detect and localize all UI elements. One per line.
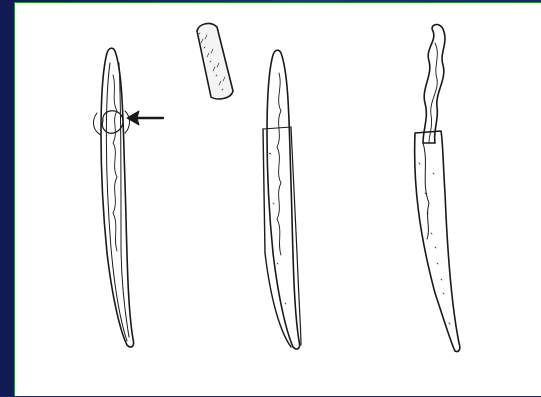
exsheathment-illustration	[15, 3, 541, 397]
larva-in-sheath	[94, 48, 134, 347]
larva-in-open-sheath	[263, 50, 301, 349]
slide-panel	[14, 2, 541, 396]
arrow-left-icon	[127, 111, 163, 125]
larva-exsheathing	[415, 25, 460, 352]
detached-cap	[197, 24, 233, 99]
